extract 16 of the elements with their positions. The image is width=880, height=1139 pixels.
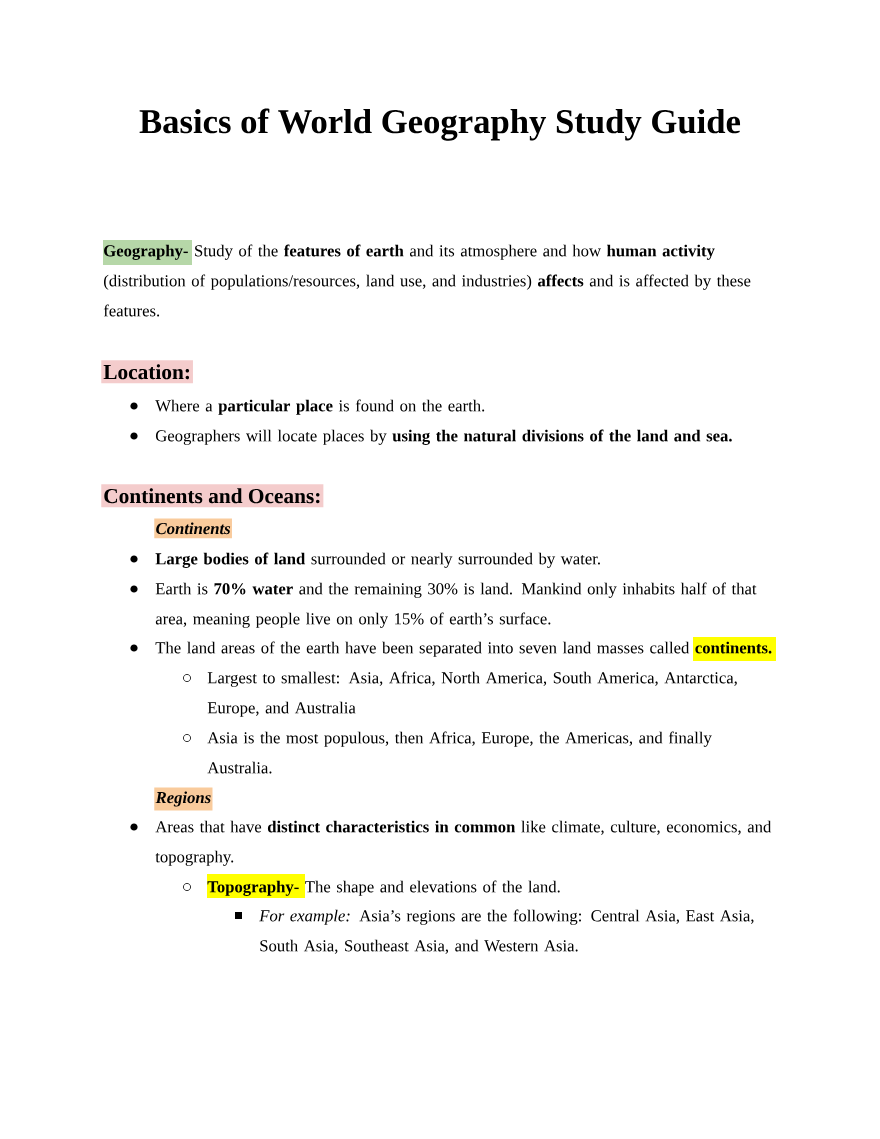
section-heading: Continents and Oceans:	[101, 484, 324, 508]
bullet-text: Large bodies of land surrounded or nearly surrounded by water.	[155, 552, 600, 568]
paragraph: Geography- Study of the features of earth and its atmosphere and how human activity (distribution of populations/resources, land use, and industries) affects and is affected by these features.	[103, 240, 751, 317]
bullet-text: Areas that have distinct characteristics in common like climate, culture, economics, and topography.	[155, 820, 772, 866]
section-heading: Location:	[101, 360, 193, 384]
bullet-text: Earth is 70% water and the remaining 30% is land. Mankind only inhabits half of that area, meaning people live on only 15% of earth’s surface.	[155, 582, 757, 628]
bullet-text: For example: Asia’s regions are the following: Central Asia, East Asia, South Asia, Southeast Asia, and Western Asia.	[259, 909, 754, 954]
bullet-text: Where a particular place is found on the earth.	[155, 399, 485, 415]
subheading: Continents	[154, 518, 232, 539]
bullet-text: Largest to smallest: Asia, Africa, North America, South America, Antarctica, Europe, and Australia	[207, 671, 737, 717]
bullet-text: Topography- The shape and elevations of the land.	[207, 874, 560, 898]
bullet-text: The land areas of the earth have been separated into seven land masses called continents.	[155, 637, 776, 661]
bullet-text: Geographers will locate places by using the natural divisions of the land and sea.	[155, 429, 732, 445]
title: Basics of World Geography Study Guide	[139, 108, 741, 141]
bullet-text: Asia is the most populous, then Africa, Europe, the Americas, and finally Australia.	[207, 731, 712, 774]
subheading: Regions	[154, 787, 213, 811]
